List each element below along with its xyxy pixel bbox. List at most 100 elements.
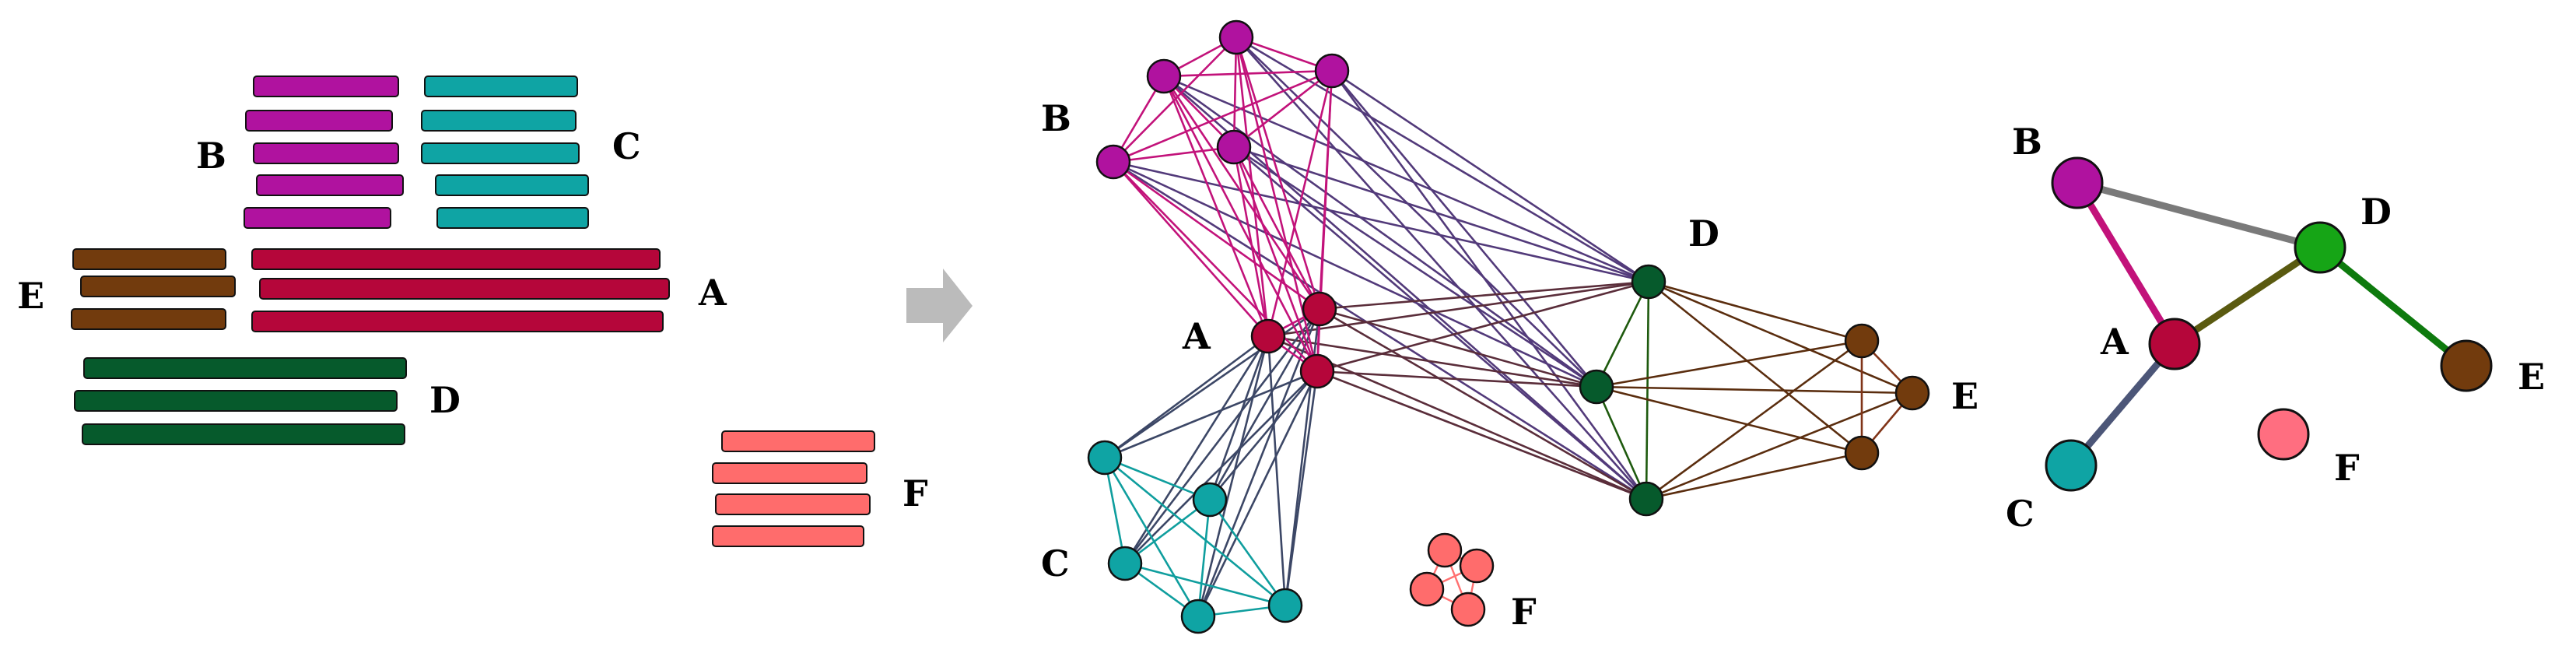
edge-d-e: [1645, 339, 1863, 500]
graph-edges: [1103, 36, 1913, 618]
interval-bar-e: [72, 248, 226, 270]
group-label-a: A: [698, 272, 727, 314]
interval-bar-c: [421, 142, 580, 164]
edge-d-d: [1595, 281, 1650, 388]
summary-node-b: [2051, 156, 2104, 209]
edge-d-e: [1596, 339, 1863, 388]
graph-node-f: [1450, 592, 1486, 627]
group-label-a: A: [1182, 315, 1211, 357]
interval-bar-b: [245, 110, 393, 132]
interval-bar-b: [253, 75, 399, 97]
interval-bar-d: [83, 357, 407, 379]
interval-bars-panel: [71, 75, 875, 547]
edge-b-d: [1233, 146, 1649, 283]
edge-b-b: [1113, 146, 1235, 163]
summary-graph-panel: [2045, 156, 2493, 492]
graph-node-c: [1107, 546, 1143, 581]
summary-nodes: [2045, 156, 2493, 492]
edge-b-d: [1113, 160, 1649, 283]
edge-d-e: [1645, 391, 1913, 500]
edge-b-b: [1233, 69, 1333, 149]
edge-a-c: [1124, 370, 1318, 564]
graph-node-a: [1299, 353, 1335, 389]
interval-bar-d: [74, 390, 398, 412]
edge-c-c: [1124, 498, 1211, 565]
edge-b-d: [1163, 75, 1597, 388]
edge-b-d: [1233, 146, 1647, 500]
edge-b-d: [1233, 146, 1597, 388]
edge-a-b: [1235, 37, 1321, 310]
edge-d-e: [1648, 280, 1863, 342]
edge-a-d: [1267, 335, 1597, 388]
interval-bar-f: [715, 493, 871, 515]
summary-edge-a-d: [2171, 244, 2324, 348]
summary-edges: [2067, 179, 2470, 469]
group-label-a: A: [2100, 321, 2129, 363]
group-label-c: C: [2006, 493, 2035, 535]
group-label-e: E: [2518, 356, 2545, 398]
graph-node-e: [1844, 435, 1880, 471]
interval-bar-c: [424, 75, 578, 97]
edge-d-e: [1596, 385, 1913, 395]
interval-bar-a: [251, 311, 664, 332]
edge-a-d: [1319, 307, 1647, 500]
summary-edge-d-e: [2316, 244, 2470, 370]
edge-a-c: [1267, 335, 1287, 606]
edge-b-b: [1232, 37, 1238, 148]
edge-a-b: [1235, 37, 1270, 337]
edge-a-c: [1197, 308, 1321, 617]
edge-a-b: [1232, 146, 1321, 310]
edge-a-d: [1319, 280, 1649, 311]
edge-a-c: [1208, 335, 1270, 500]
graph-node-c: [1087, 440, 1123, 476]
edge-a-b: [1267, 70, 1334, 337]
interval-bar-a: [251, 248, 661, 270]
summary-node-e: [2440, 339, 2493, 392]
group-label-f: F: [902, 472, 928, 514]
group-label-b: B: [1041, 97, 1071, 139]
interval-bar-c: [436, 207, 589, 229]
group-label-e: E: [1951, 375, 1978, 417]
summary-node-c: [2045, 439, 2098, 492]
edge-a-c: [1197, 370, 1319, 617]
interval-bar-f: [721, 430, 875, 452]
edge-a-d: [1319, 307, 1597, 388]
graph-nodes: [1087, 19, 1930, 634]
interval-bar-b: [244, 207, 391, 229]
graph-node-b: [1314, 53, 1350, 89]
edge-a-c: [1197, 335, 1270, 617]
graph-node-a: [1250, 318, 1286, 354]
edge-b-d: [1235, 36, 1649, 283]
edge-d-d: [1595, 386, 1648, 500]
interval-bar-b: [256, 174, 404, 196]
edge-b-d: [1235, 37, 1647, 500]
node-graph-panel: [1087, 19, 1930, 634]
graph-node-d: [1579, 369, 1614, 405]
edge-a-d: [1316, 280, 1649, 373]
graph-node-d: [1631, 264, 1667, 300]
group-label-f: F: [2334, 447, 2360, 489]
summary-node-a: [2148, 318, 2201, 370]
group-label-d: D: [429, 379, 461, 421]
group-label-f: F: [1511, 591, 1537, 633]
summary-edge-a-b: [2073, 179, 2178, 348]
interval-bar-d: [82, 423, 405, 445]
edge-d-e: [1596, 385, 1863, 455]
interval-bar-c: [421, 110, 577, 132]
edge-c-c: [1103, 457, 1127, 564]
edge-a-c: [1209, 370, 1318, 500]
edge-a-b: [1232, 146, 1319, 372]
edge-a-b: [1162, 75, 1270, 337]
summary-node-d: [2294, 221, 2346, 274]
interval-bar-b: [253, 142, 399, 164]
graph-node-b: [1095, 144, 1131, 180]
edge-a-d: [1316, 370, 1597, 388]
edge-b-d: [1113, 160, 1647, 500]
graph-node-c: [1192, 482, 1228, 518]
edge-a-c: [1123, 335, 1270, 564]
edge-c-c: [1103, 457, 1200, 617]
edge-b-d: [1330, 70, 1648, 500]
graph-node-f: [1459, 548, 1495, 584]
